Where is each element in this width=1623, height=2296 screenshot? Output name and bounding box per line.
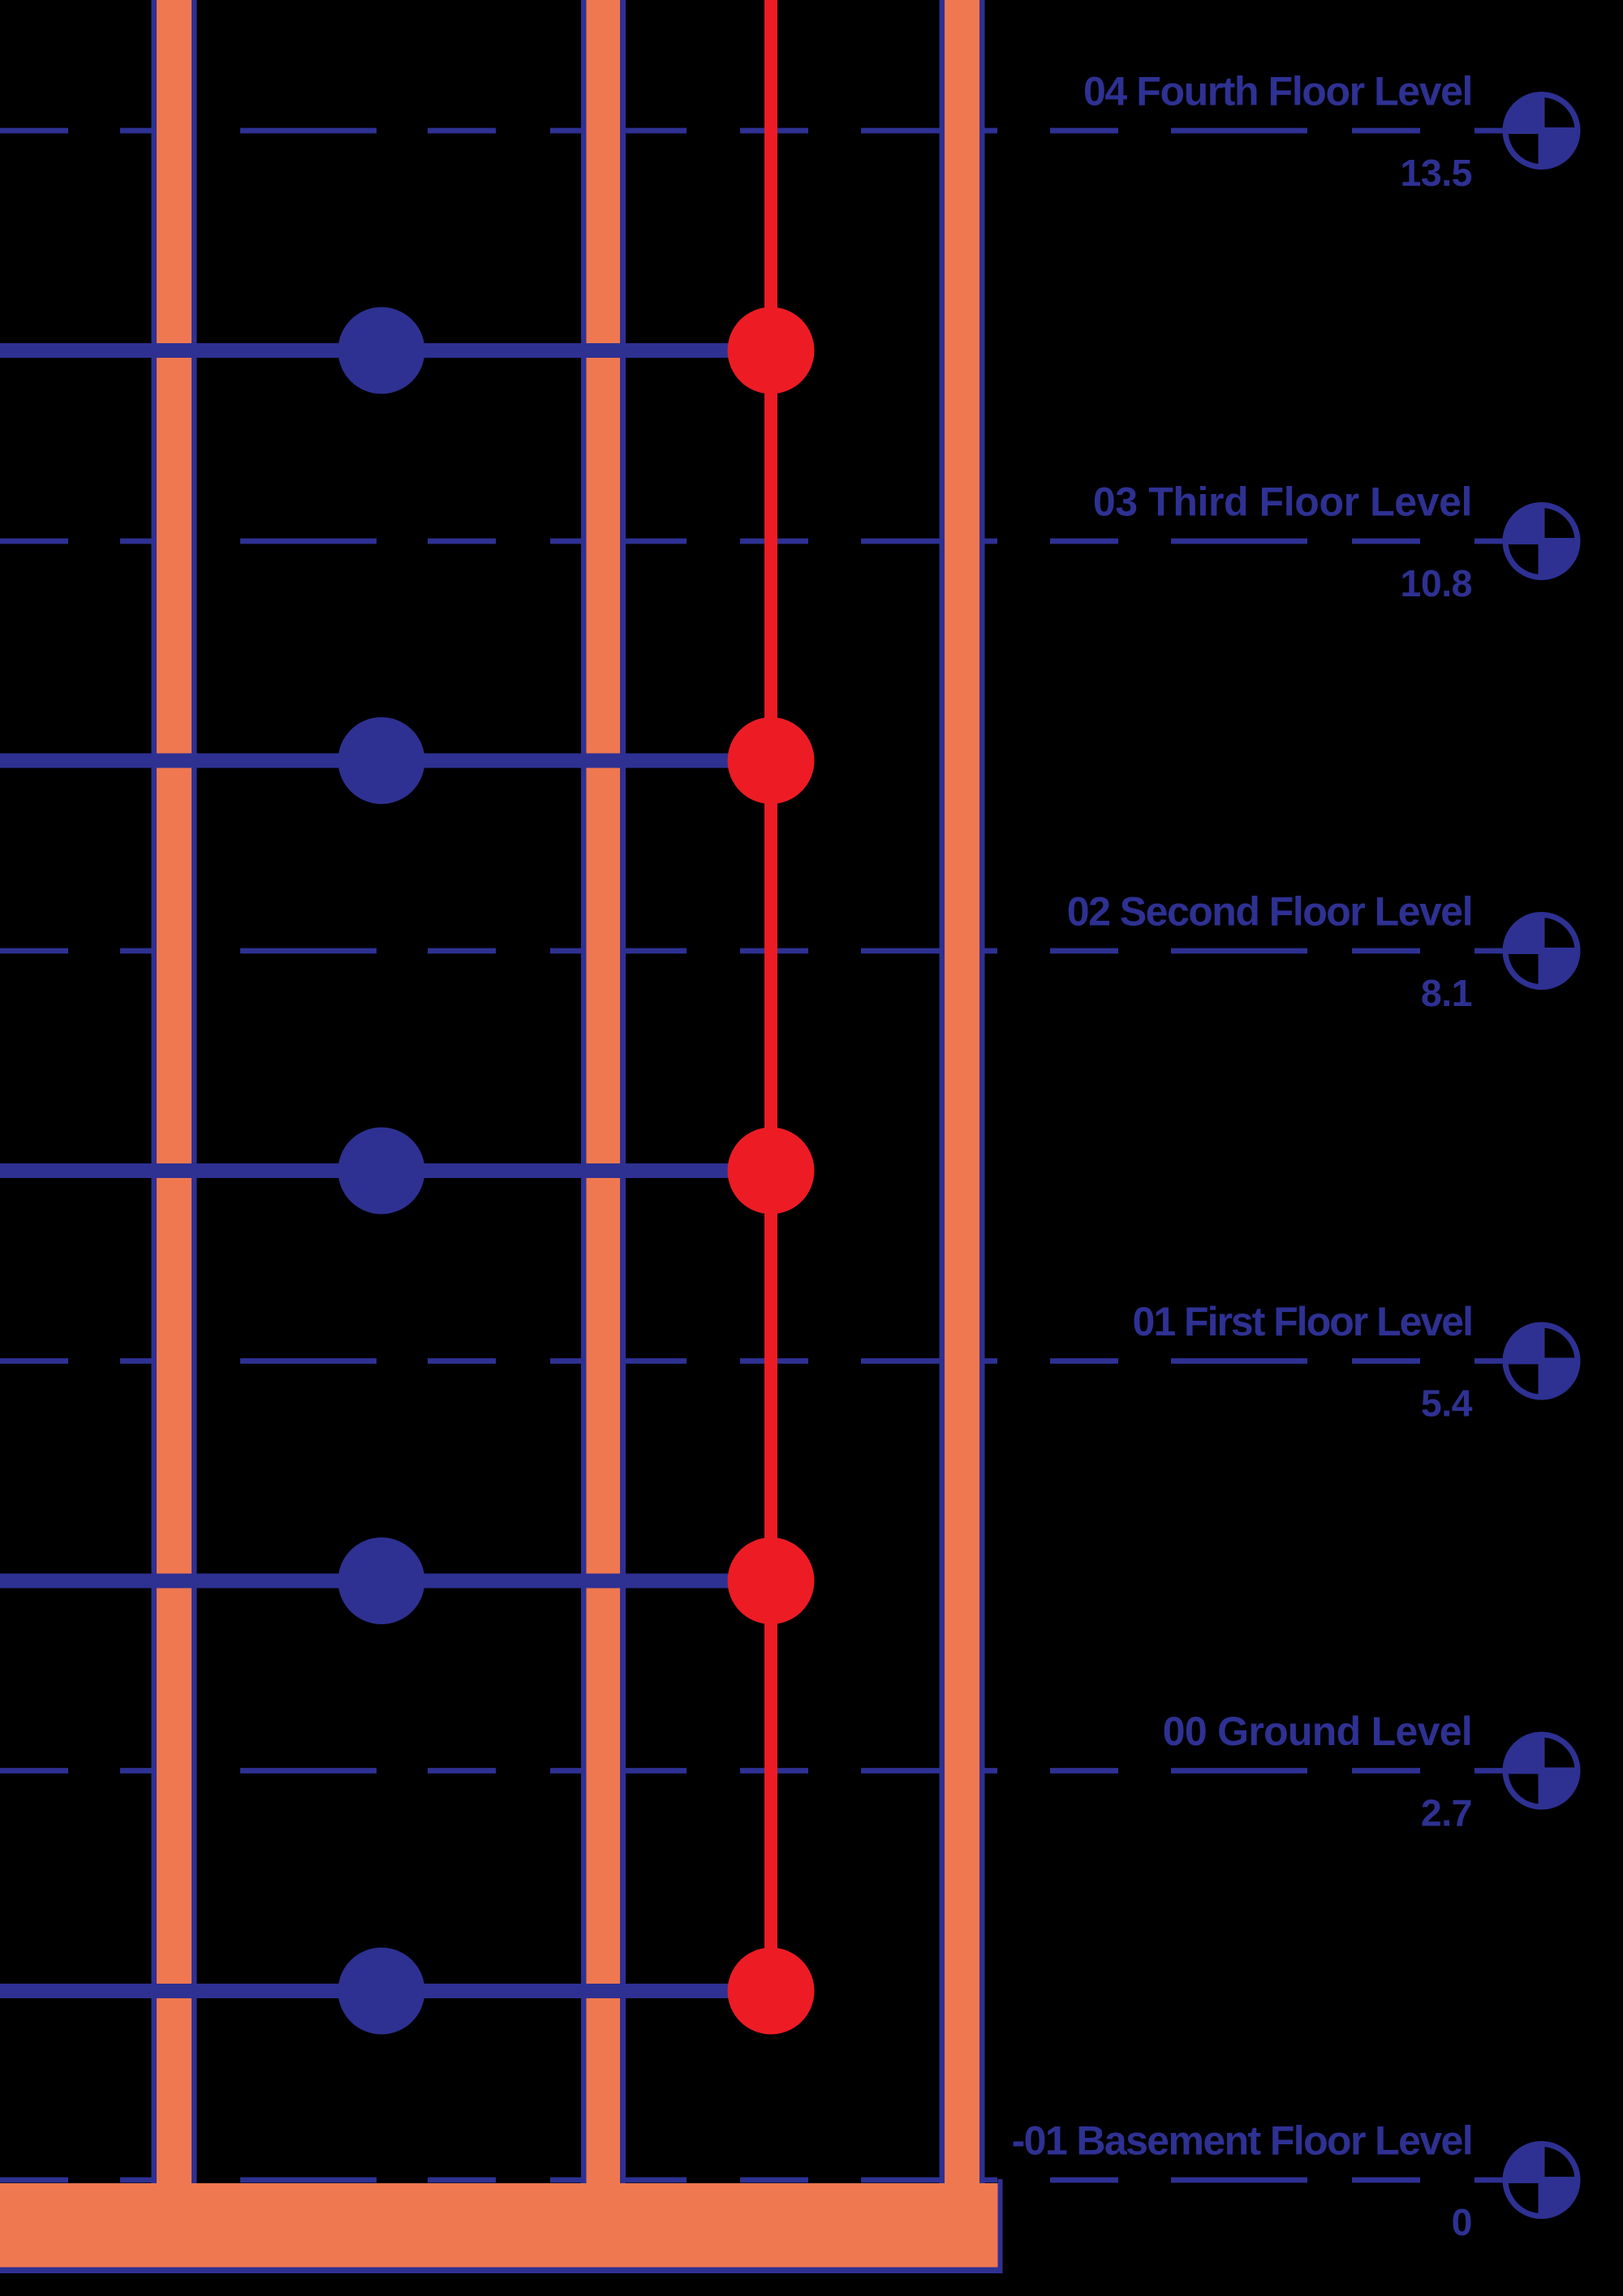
svg-text:02 Second Floor Level: 02 Second Floor Level bbox=[1067, 889, 1472, 935]
svg-text:5.4: 5.4 bbox=[1421, 1382, 1473, 1425]
svg-text:00 Ground Level: 00 Ground Level bbox=[1163, 1709, 1472, 1754]
svg-text:8.1: 8.1 bbox=[1421, 972, 1472, 1014]
svg-text:10.8: 10.8 bbox=[1400, 562, 1472, 604]
svg-text:0: 0 bbox=[1452, 2201, 1472, 2243]
svg-text:04 Fourth Floor Level: 04 Fourth Floor Level bbox=[1083, 69, 1472, 114]
svg-text:03 Third Floor Level: 03 Third Floor Level bbox=[1093, 479, 1472, 525]
svg-text:-01 Basement Floor Level: -01 Basement Floor Level bbox=[1012, 2118, 1472, 2164]
svg-text:13.5: 13.5 bbox=[1400, 152, 1472, 194]
svg-text:01 First Floor Level: 01 First Floor Level bbox=[1133, 1299, 1472, 1344]
svg-text:2.7: 2.7 bbox=[1421, 1792, 1472, 1834]
